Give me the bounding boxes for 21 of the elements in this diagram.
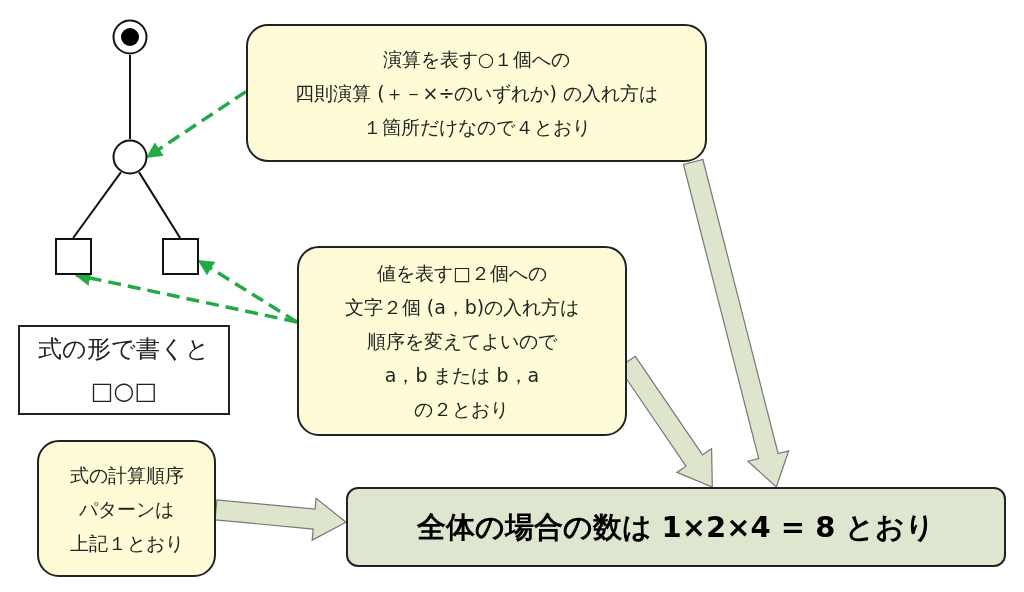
connector-line [72,171,122,239]
square-symbol [162,238,199,275]
block-arrow [682,158,790,489]
callout-text: 式の計算順序パターンは上記１とおり [69,462,184,556]
block-arrow [214,497,348,542]
expression-text: □○□ [90,376,158,407]
connector-line [129,54,131,140]
result-text: 全体の場合の数は 1×2×4 = 8 とおり [416,510,936,544]
circle-symbol [112,139,148,175]
connector-line [138,171,182,239]
box-text: 式の形で書くと [38,334,210,365]
callout-text: 演算を表す○１個への四則演算 (＋－×÷のいずれか) の入れ方は１箇所だけなので４とおり [295,47,658,140]
start-symbol [112,19,148,55]
square-symbol [55,238,92,275]
callout-text: 値を表す□２個への文字２個 (a，b)の入れ方は順序を変えてよいのでa，b または b，aの２とおり [344,261,580,422]
result-box [346,487,1006,567]
dashed-arrow [145,90,247,159]
note-box [37,440,216,577]
text-box [18,325,230,415]
callout-box [297,246,627,436]
callout-box [246,24,707,162]
